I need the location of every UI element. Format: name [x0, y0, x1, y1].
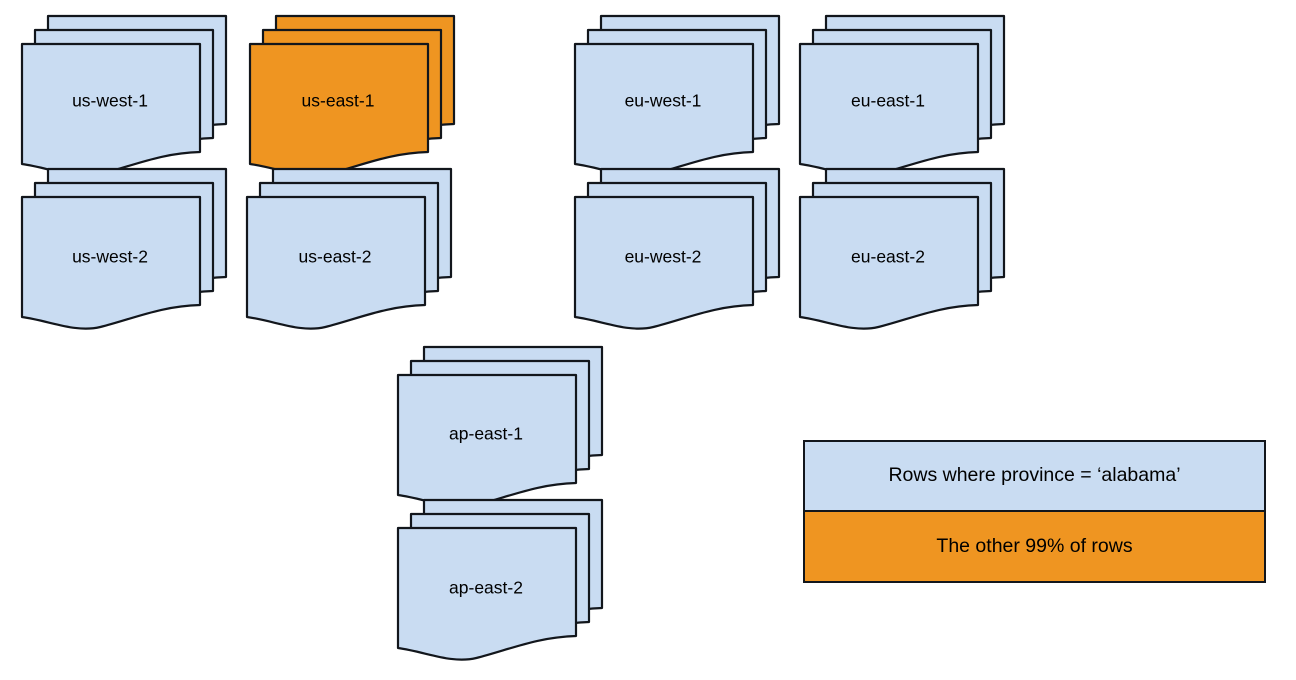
document-sheet [573, 42, 755, 177]
document-stack-ap-east-2[interactable] [396, 498, 604, 661]
document-stack-us-west-1[interactable] [20, 14, 228, 177]
document-stack-eu-east-2[interactable] [798, 167, 1006, 330]
document-sheet [396, 373, 578, 508]
document-stack-eu-west-1[interactable] [573, 14, 781, 177]
legend-box: Rows where province = ‘alabama’ The othe… [803, 440, 1266, 583]
document-sheet [245, 195, 427, 330]
document-stack-eu-east-1[interactable] [798, 14, 1006, 177]
document-stack-ap-east-1[interactable] [396, 345, 604, 508]
document-stack-us-west-2[interactable] [20, 167, 228, 330]
document-stack-us-east-1[interactable] [248, 14, 456, 177]
document-sheet [798, 195, 980, 330]
document-stack-us-east-2[interactable] [245, 167, 453, 330]
document-sheet [798, 42, 980, 177]
legend-label-blue: Rows where province = ‘alabama’ [888, 464, 1181, 487]
document-sheet [573, 195, 755, 330]
document-sheet [396, 526, 578, 661]
legend-row-orange: The other 99% of rows [805, 511, 1264, 581]
document-stack-eu-west-2[interactable] [573, 167, 781, 330]
document-sheet [20, 195, 202, 330]
legend-row-blue: Rows where province = ‘alabama’ [805, 442, 1264, 512]
document-sheet [248, 42, 430, 177]
document-sheet [20, 42, 202, 177]
legend-label-orange: The other 99% of rows [936, 534, 1133, 557]
